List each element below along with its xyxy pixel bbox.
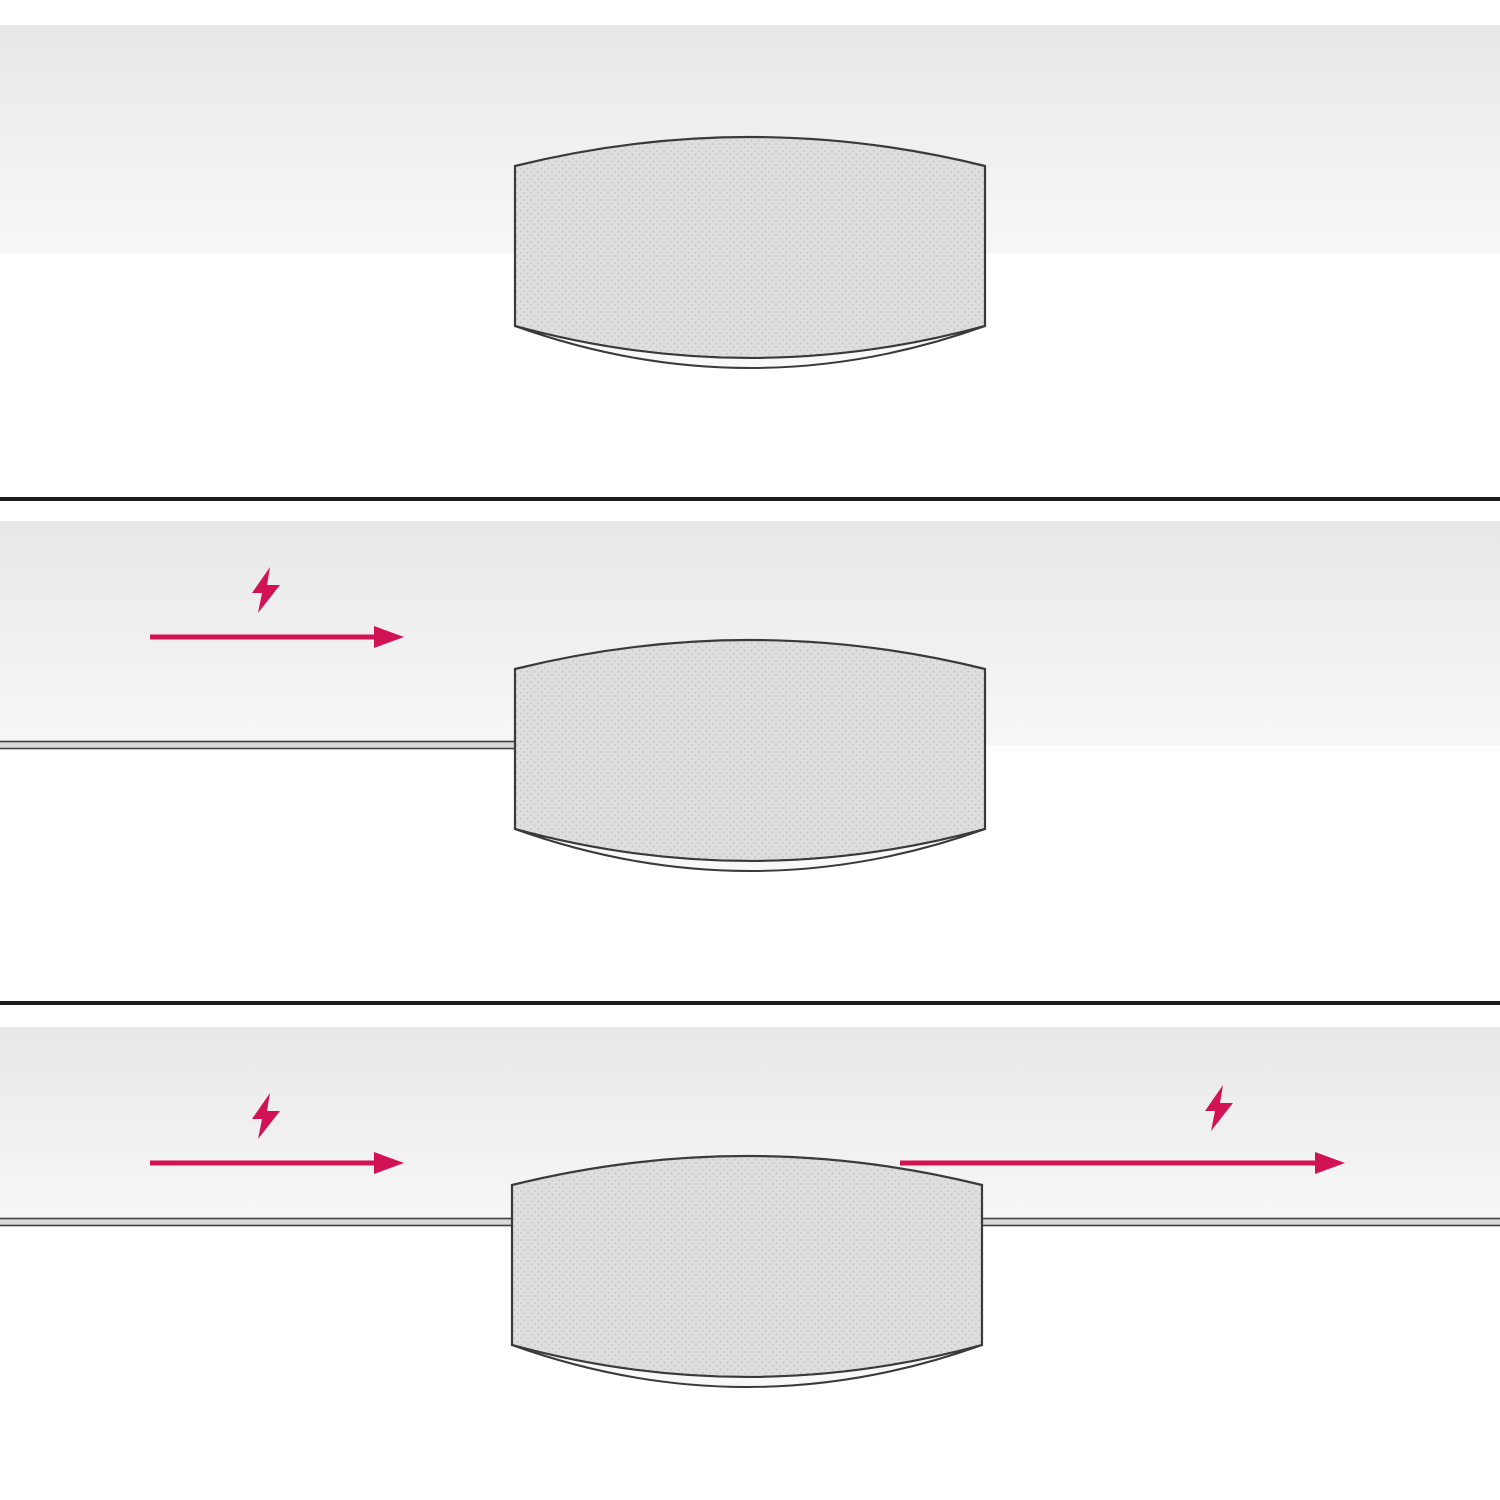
panel-cable-pass-through <box>0 1005 1500 1500</box>
flow-indicator-left <box>150 1093 404 1174</box>
panel-cable-entry-left <box>0 501 1500 1001</box>
power-cable-right <box>980 1217 1500 1227</box>
drum-lampshade <box>513 638 987 873</box>
flow-indicator-right <box>900 1085 1345 1174</box>
flow-arrow-icon <box>150 1152 404 1174</box>
power-cable-left <box>0 740 518 750</box>
panel-divider <box>0 1001 1500 1005</box>
flow-indicator-left <box>150 567 404 648</box>
flow-arrow-icon <box>150 626 404 648</box>
drum-lampshade <box>513 135 987 370</box>
flow-arrow-icon <box>900 1152 1345 1174</box>
panel-no-cable <box>0 0 1500 497</box>
drum-lampshade <box>510 1154 984 1389</box>
power-cable-left <box>0 1217 516 1227</box>
panel-divider <box>0 497 1500 501</box>
